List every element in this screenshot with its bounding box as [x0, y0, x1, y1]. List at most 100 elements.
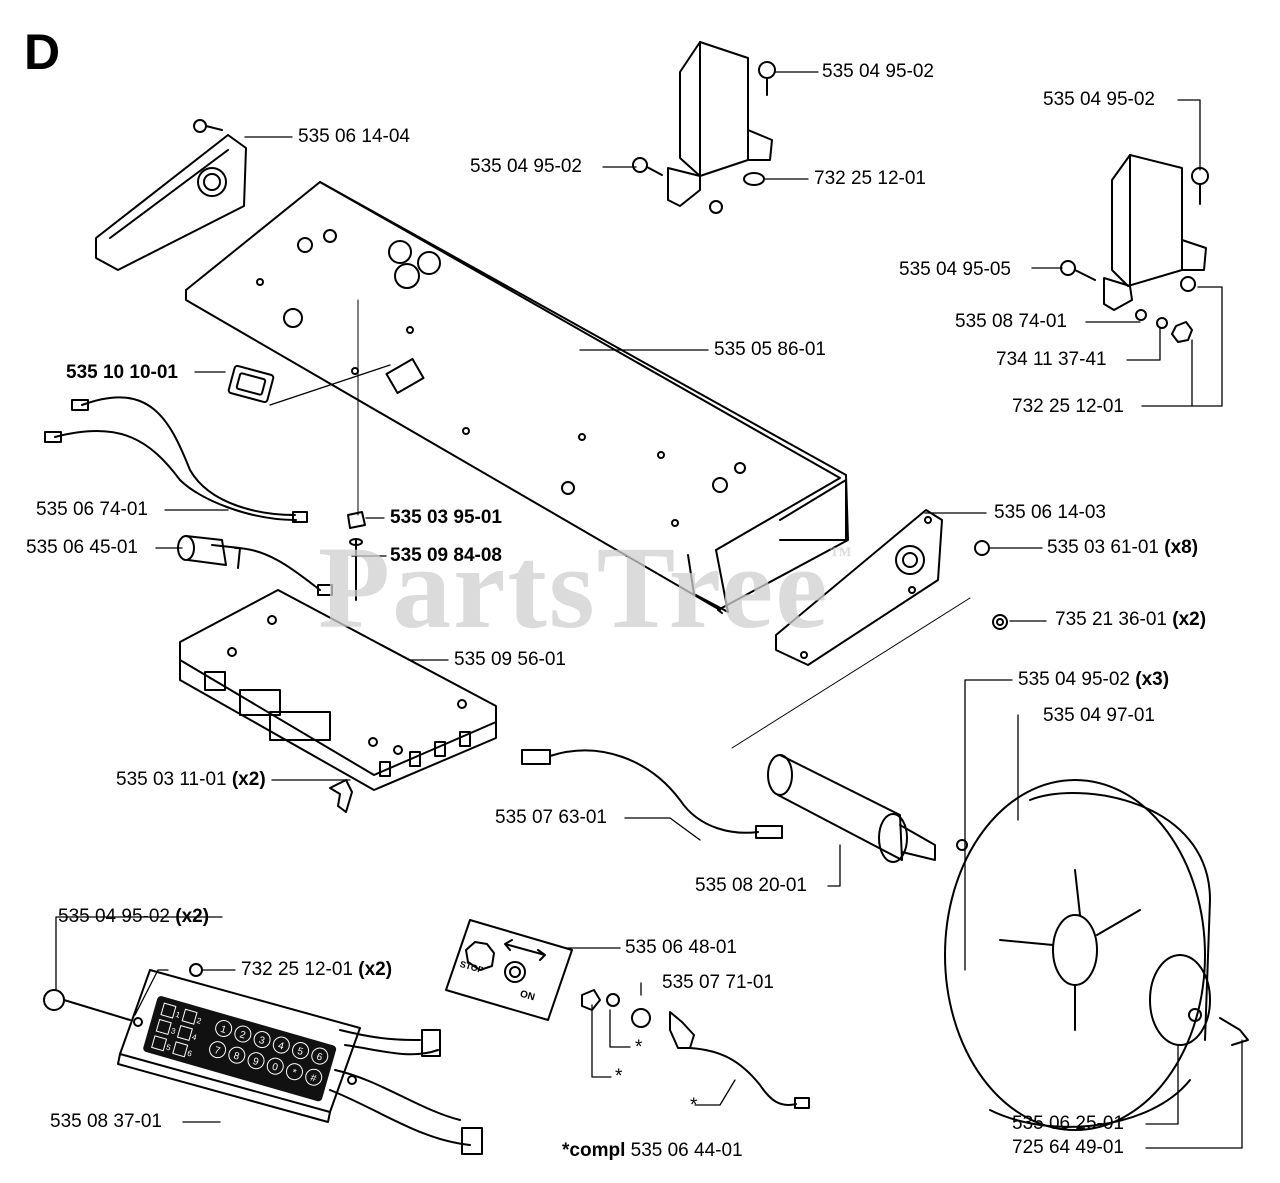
keypad-side-label: 5	[165, 1043, 172, 1053]
part-number: 735 21 36-01	[1055, 609, 1167, 630]
keypad-key-label: 1	[219, 1024, 228, 1036]
footnote-marker: *	[615, 1066, 623, 1087]
part-number: 535 04 95-02	[1018, 669, 1130, 690]
part-label[interactable]: 535 04 95-02	[822, 61, 934, 82]
part-label[interactable]: 535 06 25-01	[1012, 1113, 1124, 1134]
keypad-key	[247, 1052, 265, 1070]
keypad-key-label: #	[309, 1073, 318, 1085]
watermark-trademark: ™	[829, 542, 854, 567]
part-label[interactable]: 535 04 95-05	[899, 259, 1011, 280]
footnote-marker: *	[635, 1037, 643, 1058]
motor-wire	[521, 749, 783, 839]
part-label[interactable]: 732 25 12-01	[814, 168, 926, 189]
keypad-key-label: 9	[251, 1056, 260, 1068]
part-label[interactable]: 535 04 95-02	[1043, 89, 1155, 110]
keypad-side-key	[151, 1035, 168, 1052]
end-plate-right	[775, 509, 1008, 666]
part-label[interactable]: 725 64 49-01	[1012, 1137, 1124, 1158]
quantity: (x3)	[1135, 669, 1170, 690]
quantity: (x8)	[1164, 537, 1199, 558]
keypad-side-label: 1	[174, 1010, 181, 1020]
end-plate-left	[95, 119, 247, 271]
part-label[interactable]: 535 09 84-08	[390, 545, 502, 566]
part-label[interactable]: 535 09 56-01	[454, 649, 566, 670]
part-number: 535 04 95-02	[58, 906, 170, 927]
part-label[interactable]: 535 04 95-02	[470, 156, 582, 177]
part-label[interactable]: 535 07 63-01	[495, 807, 607, 828]
part-label[interactable]: 535 06 74-01	[36, 499, 148, 520]
part-number: 535 03 11-01	[116, 769, 227, 790]
part-label[interactable]: 535 03 61-01 (x8)	[1047, 537, 1198, 559]
part-label[interactable]: 535 08 37-01	[50, 1111, 162, 1132]
stop-label: STOP	[459, 959, 485, 975]
keypad	[43, 963, 483, 1155]
keypad-side-key	[181, 1008, 198, 1025]
keypad-key-label: 4	[277, 1040, 286, 1052]
keypad-key-label: 5	[296, 1046, 305, 1058]
motor	[767, 754, 968, 863]
part-label[interactable]: 535 04 95-02 (x3)	[1018, 669, 1169, 691]
keypad-key-label: *	[291, 1067, 298, 1079]
keypad-side-label: 3	[170, 1026, 177, 1036]
part-label[interactable]: 535 04 95-02 (x2)	[58, 906, 209, 928]
part-label[interactable]: 535 06 48-01	[625, 937, 737, 958]
quantity: (x2)	[231, 769, 266, 790]
motor-bracket-top	[632, 41, 776, 214]
keypad-key-label: 2	[238, 1029, 247, 1041]
keypad-side-label: 2	[196, 1016, 203, 1026]
part-number: 732 25 12-01	[241, 959, 353, 980]
part-label[interactable]: 535 08 74-01	[955, 311, 1067, 332]
part-label[interactable]: 735 21 36-01 (x2)	[1055, 609, 1206, 631]
keypad-key-label: 7	[213, 1045, 222, 1057]
keypad-key	[215, 1020, 233, 1038]
toggle-switch	[581, 989, 810, 1109]
keypad-side-key	[155, 1018, 172, 1035]
part-label[interactable]: 535 06 14-03	[994, 502, 1106, 523]
wheel	[944, 779, 1249, 1131]
part-label[interactable]: 535 10 10-01	[66, 362, 178, 383]
cable-harness	[44, 396, 308, 523]
part-label[interactable]: 535 06 45-01	[26, 537, 138, 558]
keypad-side-label: 6	[186, 1049, 193, 1059]
compl-note[interactable]: *compl 535 06 44-01	[562, 1140, 743, 1162]
housing	[185, 181, 849, 614]
keypad-key	[305, 1068, 323, 1086]
keypad-key-label: 0	[271, 1062, 280, 1074]
bracket-and-pin	[347, 511, 366, 601]
keypad-key	[285, 1063, 303, 1081]
section-letter: D	[24, 24, 61, 80]
keypad-key	[209, 1041, 227, 1059]
part-label[interactable]: 535 04 97-01	[1043, 705, 1155, 726]
clip	[329, 779, 353, 813]
quantity: (x2)	[1172, 609, 1207, 630]
keypad-side-label: 4	[191, 1032, 198, 1042]
keypad-side-key	[172, 1041, 189, 1058]
footnote-marker: *	[690, 1095, 698, 1116]
part-label[interactable]: 732 25 12-01	[1012, 396, 1124, 417]
part-label[interactable]: 732 25 12-01 (x2)	[241, 959, 392, 981]
watermark: PartsTree™	[318, 520, 854, 656]
keypad-key	[234, 1025, 252, 1043]
keypad-key-label: 8	[232, 1051, 241, 1063]
display-gasket	[227, 364, 275, 404]
compl-number: 535 06 44-01	[630, 1140, 743, 1161]
switch-plate	[445, 919, 573, 1021]
keypad-side-key	[160, 1002, 177, 1019]
part-number: 535 03 61-01	[1047, 537, 1159, 558]
part-label[interactable]: 535 05 86-01	[714, 339, 826, 360]
quantity: (x2)	[358, 959, 393, 980]
compl-prefix: *compl	[562, 1140, 626, 1161]
part-label[interactable]: 535 03 11-01 (x2)	[116, 769, 266, 791]
keypad-key-label: 6	[315, 1051, 324, 1063]
part-label[interactable]: 535 08 20-01	[695, 875, 807, 896]
part-label[interactable]: 535 07 71-01	[662, 972, 774, 993]
buzzer	[177, 535, 333, 596]
part-label[interactable]: 535 03 95-01	[390, 507, 502, 528]
watermark-text: PartsTree	[318, 522, 830, 653]
part-label[interactable]: 535 06 14-04	[298, 126, 410, 147]
quantity: (x2)	[175, 906, 210, 927]
part-label[interactable]: 734 11 37-41	[996, 349, 1107, 370]
keypad-key	[253, 1031, 271, 1049]
